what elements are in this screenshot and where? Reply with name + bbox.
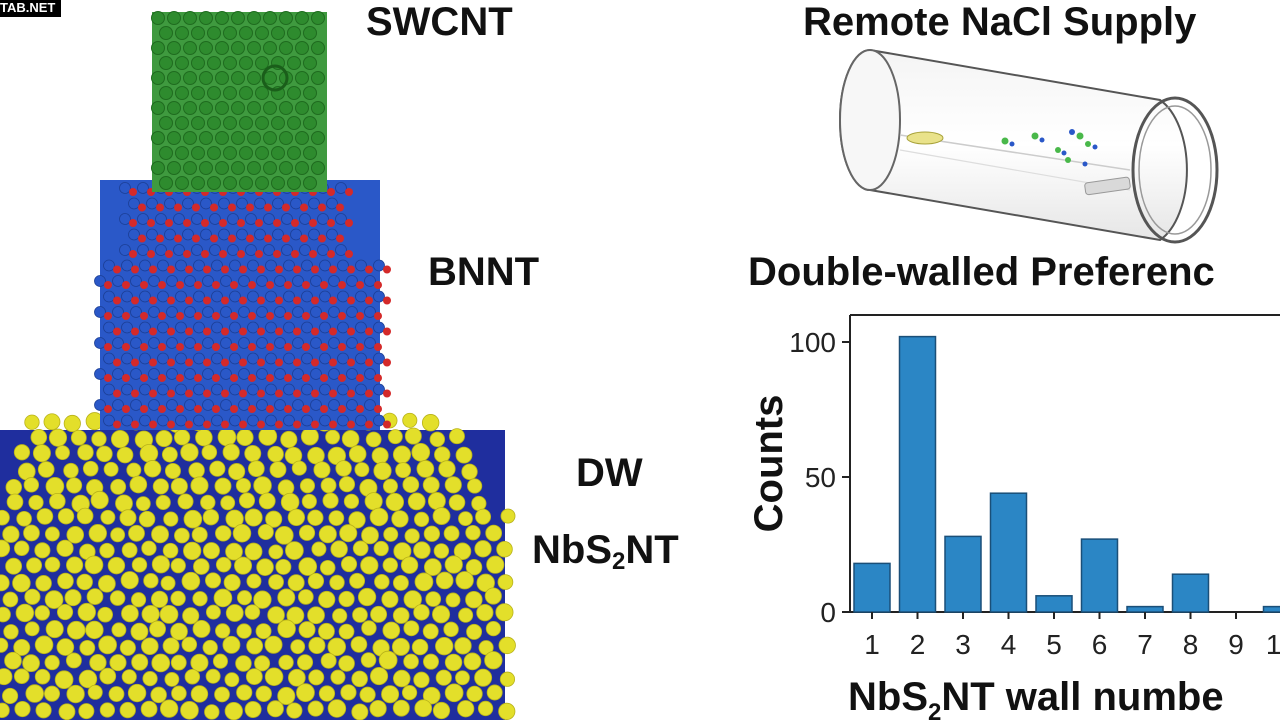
bnnt-section (94, 180, 391, 430)
y-tick-label: 0 (820, 597, 836, 628)
bar-3 (944, 535, 982, 613)
x-tick-label: 1 (864, 629, 880, 660)
x-tick-label: 2 (910, 629, 926, 660)
y-tick-label: 50 (805, 462, 836, 493)
watermark: TAB.NET (0, 0, 62, 17)
nanotube-stack-illustration (0, 11, 516, 720)
x-tick-label: 8 (1183, 629, 1199, 660)
preference-title: Double-walled Preferenc (748, 250, 1215, 294)
quartz-tube-illustration (839, 48, 1219, 244)
bar-4 (989, 492, 1028, 613)
swcnt-label: SWCNT (366, 0, 513, 44)
bar-10 (1262, 605, 1280, 613)
x-tick-label: 5 (1046, 629, 1062, 660)
x-tick-label: 4 (1001, 629, 1017, 660)
x-tick-label: 10 (1266, 629, 1280, 660)
swcnt-section (151, 11, 327, 192)
bar-7 (1126, 605, 1164, 613)
bnnt-label: BNNT (428, 250, 540, 294)
bar-2 (898, 335, 937, 613)
x-tick-label: 9 (1228, 629, 1244, 660)
bar-5 (1035, 595, 1073, 613)
x-tick-label: 3 (955, 629, 971, 660)
dw-label: DW (576, 451, 643, 495)
remote-supply-title: Remote NaCl Supply (803, 0, 1197, 44)
x-tick-label: 6 (1092, 629, 1108, 660)
x-axis-title: NbS2NT wall numbe (848, 675, 1224, 720)
nbs2-nanotube-section (0, 411, 516, 720)
nbs2nt-label: NbS2NT (532, 528, 679, 575)
y-tick-label: 100 (789, 327, 836, 358)
bar-8 (1171, 573, 1210, 613)
x-tick-label: 7 (1137, 629, 1153, 660)
nacl-particles (1001, 129, 1098, 167)
y-axis-title: Counts (747, 395, 791, 533)
bar-6 (1080, 538, 1119, 613)
bar-1 (853, 562, 891, 613)
